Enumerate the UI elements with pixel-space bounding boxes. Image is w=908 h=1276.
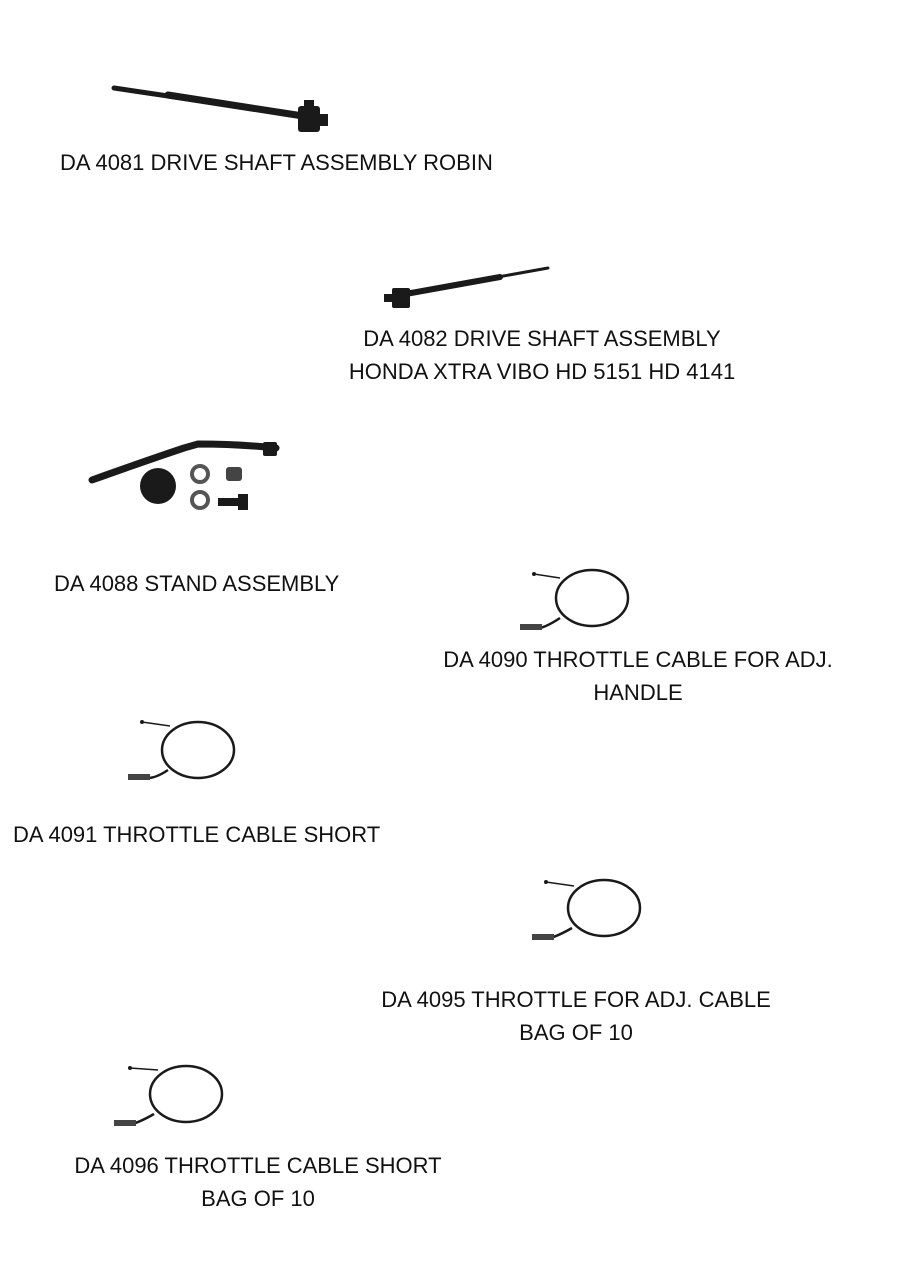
throttle-cable-icon	[108, 1052, 238, 1134]
caption-line: DA 4090 THROTTLE CABLE FOR ADJ.	[443, 647, 833, 672]
caption-line: DA 4091 THROTTLE CABLE SHORT	[13, 822, 381, 847]
item-caption-da4081: DA 4081 DRIVE SHAFT ASSEMBLY ROBIN	[60, 146, 493, 179]
throttle-cable-icon	[512, 562, 642, 640]
caption-line: DA 4095 THROTTLE FOR ADJ. CABLE	[381, 987, 771, 1012]
caption-line: BAG OF 10	[519, 1020, 633, 1045]
item-caption-da4095: DA 4095 THROTTLE FOR ADJ. CABLE BAG OF 1…	[360, 983, 792, 1049]
item-caption-da4088: DA 4088 STAND ASSEMBLY	[54, 567, 339, 600]
throttle-cable-icon	[118, 712, 248, 792]
item-caption-da4090: DA 4090 THROTTLE CABLE FOR ADJ. HANDLE	[422, 643, 854, 709]
caption-line: DA 4096 THROTTLE CABLE SHORT	[74, 1153, 442, 1178]
item-caption-da4096: DA 4096 THROTTLE CABLE SHORT BAG OF 10	[54, 1149, 462, 1215]
caption-line: DA 4088 STAND ASSEMBLY	[54, 571, 340, 596]
caption-line: HANDLE	[593, 680, 683, 705]
caption-line: DA 4082 DRIVE SHAFT ASSEMBLY	[363, 326, 721, 351]
caption-line: DA 4081 DRIVE SHAFT ASSEMBLY ROBIN	[60, 150, 493, 175]
throttle-cable-icon	[524, 870, 654, 950]
item-caption-da4091: DA 4091 THROTTLE CABLE SHORT	[13, 818, 380, 851]
caption-line: BAG OF 10	[201, 1186, 315, 1211]
item-caption-da4082: DA 4082 DRIVE SHAFT ASSEMBLY HONDA XTRA …	[330, 322, 754, 388]
stand-assembly-icon	[88, 430, 288, 520]
caption-line: HONDA XTRA VIBO HD 5151 HD 4141	[348, 359, 736, 384]
drive-shaft-icon	[108, 78, 340, 140]
drive-shaft-icon	[380, 258, 556, 318]
